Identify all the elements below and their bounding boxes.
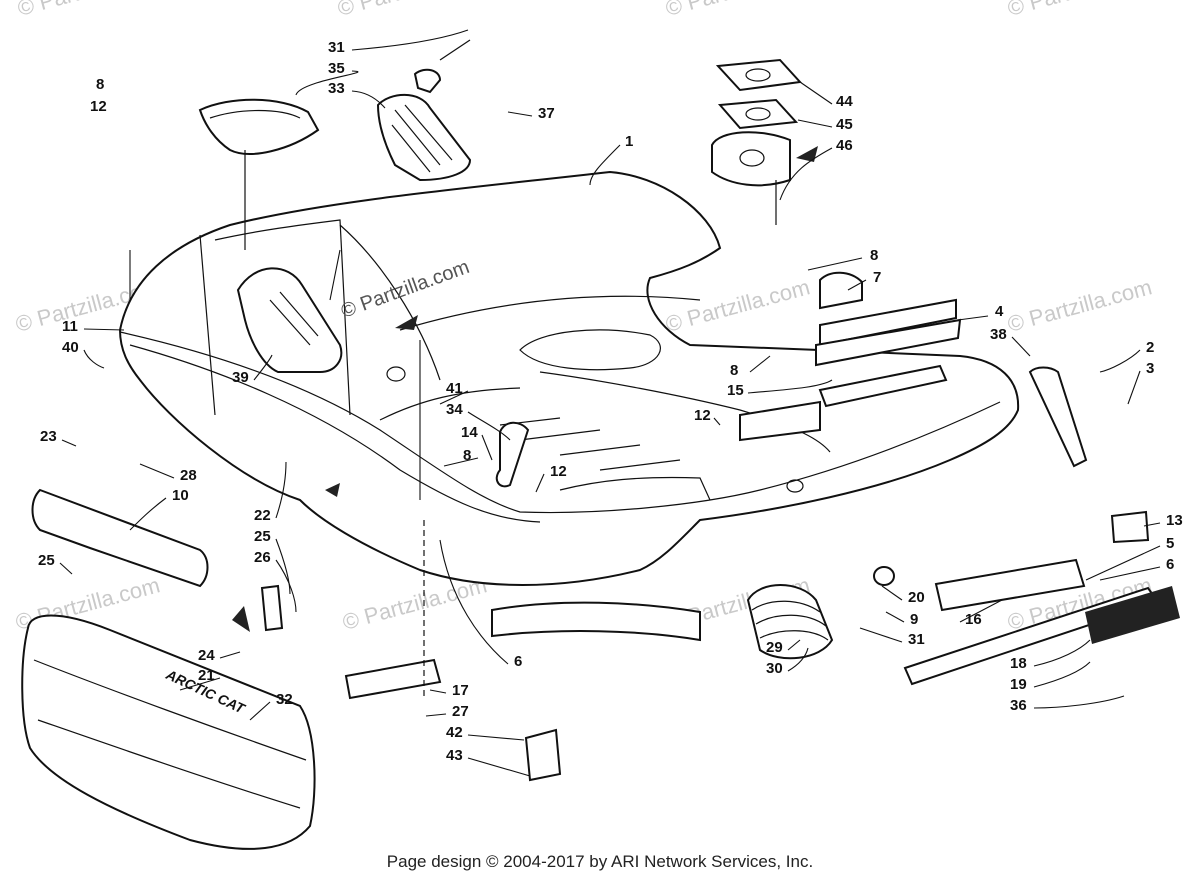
- part-label-27: 27: [452, 703, 469, 720]
- part-label-8: 8: [870, 247, 878, 264]
- part-label-16: 16: [965, 611, 982, 628]
- part-label-43: 43: [446, 747, 463, 764]
- part-label-40: 40: [62, 339, 79, 356]
- top-cover-and-vent: [198, 39, 472, 182]
- side-rails: [739, 271, 1180, 686]
- part-label-21: 21: [198, 667, 215, 684]
- part-label-26: 26: [254, 549, 271, 566]
- part-label-5: 5: [1166, 535, 1174, 552]
- part-label-8: 8: [463, 447, 471, 464]
- part-label-31: 31: [908, 631, 925, 648]
- part-label-34: 34: [446, 401, 463, 418]
- watermark-8: © Partzilla.com: [335, 0, 485, 21]
- part-label-30: 30: [766, 660, 783, 677]
- part-label-9: 9: [910, 611, 918, 628]
- part-label-14: 14: [461, 424, 478, 441]
- watermark-10: © Partzilla.com: [1005, 0, 1155, 21]
- part-label-7: 7: [873, 269, 881, 286]
- watermark-2: © Partzilla.com: [663, 274, 813, 337]
- part-label-6: 6: [1166, 556, 1174, 573]
- part-label-25: 25: [38, 552, 55, 569]
- part-label-38: 38: [990, 326, 1007, 343]
- part-label-44: 44: [836, 93, 853, 110]
- part-label-8: 8: [730, 362, 738, 379]
- hood-body: [118, 170, 1020, 586]
- front-nose: ARCTIC CAT: [21, 488, 316, 850]
- part-label-41: 41: [446, 380, 463, 397]
- watermark-9: © Partzilla.com: [663, 0, 813, 21]
- lower-parts: [344, 421, 895, 782]
- page-footer: Page design © 2004-2017 by ARI Network S…: [386, 852, 814, 871]
- part-label-1: 1: [625, 133, 633, 150]
- watermark-11: © Partzilla.com: [15, 0, 165, 21]
- part-label-24: 24: [198, 647, 215, 664]
- part-label-46: 46: [836, 137, 853, 154]
- part-label-25: 25: [254, 528, 271, 545]
- part-label-13: 13: [1166, 512, 1183, 529]
- part-label-37: 37: [538, 105, 555, 122]
- part-label-22: 22: [254, 507, 271, 524]
- part-label-36: 36: [1010, 697, 1027, 714]
- part-label-35: 35: [328, 60, 345, 77]
- part-label-18: 18: [1010, 655, 1027, 672]
- part-label-10: 10: [172, 487, 189, 504]
- part-label-17: 17: [452, 682, 469, 699]
- part-label-3: 3: [1146, 360, 1154, 377]
- part-label-4: 4: [995, 303, 1004, 320]
- part-label-2: 2: [1146, 339, 1154, 356]
- part-label-28: 28: [180, 467, 197, 484]
- mount-plates: [711, 58, 818, 225]
- part-label-12: 12: [90, 98, 107, 115]
- part-label-20: 20: [908, 589, 925, 606]
- watermark-3: © Partzilla.com: [1005, 274, 1155, 337]
- part-label-12: 12: [694, 407, 711, 424]
- part-label-42: 42: [446, 724, 463, 741]
- part-label-23: 23: [40, 428, 57, 445]
- part-label-19: 19: [1010, 676, 1027, 693]
- leader-lines: [59, 29, 1161, 777]
- part-label-15: 15: [727, 382, 744, 399]
- part-label-39: 39: [232, 369, 249, 386]
- part-label-45: 45: [836, 116, 853, 133]
- part-label-6: 6: [514, 653, 522, 670]
- part-label-33: 33: [328, 80, 345, 97]
- part-label-31: 31: [328, 39, 345, 56]
- part-label-29: 29: [766, 639, 783, 656]
- part-label-12: 12: [550, 463, 567, 480]
- part-label-8: 8: [96, 76, 104, 93]
- part-label-11: 11: [62, 318, 78, 335]
- part-label-32: 32: [276, 691, 293, 708]
